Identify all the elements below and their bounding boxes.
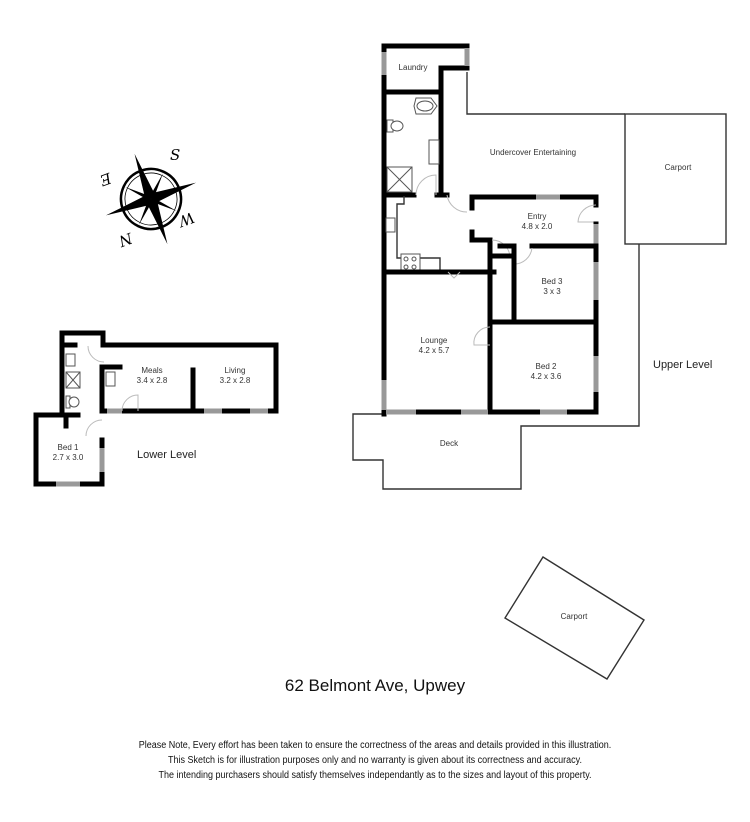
disclaimer-line: Please Note, Every effort has been taken… (138, 740, 612, 751)
room-label-laundry: Laundry (398, 63, 428, 72)
carport-lower-outline (504, 556, 645, 680)
disclaimer-line: This Sketch is for illustration purposes… (167, 755, 583, 766)
property-address-title: 62 Belmont Ave, Upwey (284, 676, 466, 695)
kitchen-sink (385, 217, 396, 233)
compass-e-label: E (97, 168, 114, 189)
laundry-walls (381, 43, 470, 193)
room-label-carport-lower: Carport (560, 612, 588, 621)
door-swing (446, 194, 468, 213)
door-swing (415, 174, 437, 196)
door-swing (121, 394, 139, 412)
entry-door-swing (577, 204, 597, 223)
vanity-fixture (428, 139, 440, 165)
compass-rose-icon (105, 153, 197, 245)
lower-level-label: Lower Level (137, 449, 197, 461)
compass-s-label: S (170, 146, 180, 164)
door-swing (513, 247, 533, 265)
carport-upper-outline (624, 113, 727, 245)
disclaimer-line: The intending purchasers should satisfy … (158, 770, 592, 781)
upper-level-label: Upper Level (653, 359, 713, 371)
door-swing (87, 345, 105, 363)
door-swing (473, 326, 491, 346)
vanity-fixture (105, 371, 116, 387)
disclaimer-note: Please Note, Every effort has been taken… (0, 738, 750, 783)
undercover-entertaining-outline (466, 72, 625, 115)
vanity-fixture (65, 353, 76, 367)
cooktop (400, 253, 421, 272)
room-label-undercover: Undercover Entertaining (489, 148, 577, 157)
door-swing (85, 419, 103, 437)
compass-n-label: N (115, 228, 135, 250)
room-label-carport-upper: Carport (664, 163, 692, 172)
door-swing (447, 271, 461, 279)
upper-level-boundary (352, 244, 640, 490)
room-label-deck: Deck (439, 439, 459, 448)
kitchen-bench (396, 196, 441, 272)
